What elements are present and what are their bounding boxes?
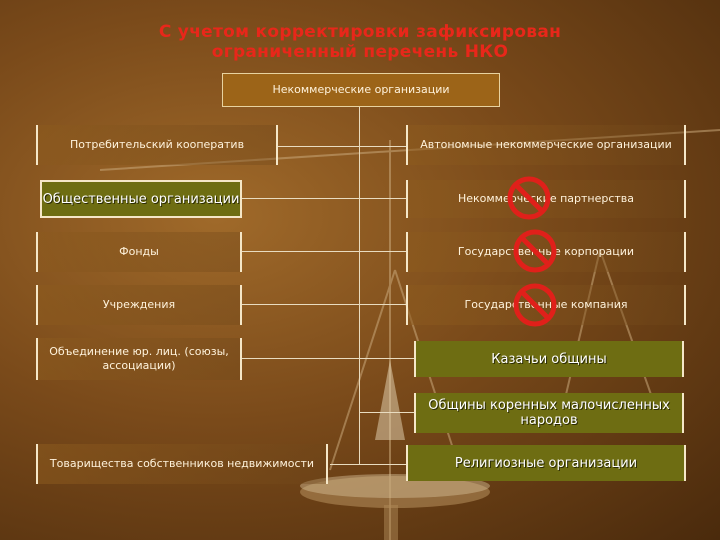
- right-box-religious: Религиозные организации: [406, 445, 686, 481]
- left-box-hoa: Товарищества собственников недвижимости: [36, 444, 328, 484]
- connector-left-1: [276, 146, 360, 147]
- connector-right-4: [360, 304, 406, 305]
- left-box-funds: Фонды: [36, 232, 242, 272]
- connector-right-6: [360, 412, 416, 413]
- right-label-7: Религиозные организации: [454, 455, 638, 471]
- left-label-2: Общественные организации: [42, 191, 240, 207]
- connector-left-4: [242, 304, 360, 305]
- connector-vertical: [359, 107, 360, 465]
- connector-right-3: [360, 251, 406, 252]
- root-box: Некоммерческие организации: [222, 73, 500, 107]
- connector-right-2: [360, 198, 406, 199]
- left-label-1: Потребительский кооператив: [69, 138, 245, 151]
- left-label-6: Товарищества собственников недвижимости: [49, 457, 315, 470]
- left-box-public-orgs: Общественные организации: [40, 180, 242, 218]
- right-label-3: Государственные корпорации: [457, 245, 635, 258]
- left-label-5: Объединение юр. лиц. (союзы, ассоциации): [49, 345, 229, 372]
- right-label-1: Автономные некоммерческие организации: [420, 138, 672, 151]
- no-entry-icon: [507, 176, 551, 220]
- title-line-1: С учетом корректировки зафиксирован: [158, 22, 562, 42]
- connector-right-1: [360, 146, 406, 147]
- left-label-4: Учреждения: [102, 298, 176, 311]
- connector-left-5: [242, 358, 360, 359]
- no-entry-icon: [513, 229, 557, 273]
- right-box-indigenous: Общины коренных малочисленных народов: [414, 393, 684, 433]
- root-label: Некоммерческие организации: [272, 83, 450, 96]
- right-label-4: Государственные компания: [464, 298, 628, 311]
- slide-title: С учетом корректировки зафиксирован огра…: [0, 22, 720, 62]
- connector-left-3: [242, 251, 360, 252]
- connector-right-7: [360, 464, 408, 465]
- title-line-2: ограниченный перечень НКО: [211, 42, 509, 62]
- left-box-unions: Объединение юр. лиц. (союзы, ассоциации): [36, 338, 242, 380]
- right-label-5: Казачьи общины: [491, 351, 607, 367]
- right-box-cossack: Казачьи общины: [414, 341, 684, 377]
- right-box-autonomous: Автономные некоммерческие организации: [406, 125, 686, 165]
- left-box-institutions: Учреждения: [36, 285, 242, 325]
- no-entry-icon: [513, 283, 557, 327]
- right-label-6: Общины коренных малочисленных народов: [428, 398, 670, 428]
- left-label-3: Фонды: [119, 245, 159, 258]
- left-box-consumer-coop: Потребительский кооператив: [36, 125, 278, 165]
- connector-left-2: [242, 198, 360, 199]
- connector-right-5: [360, 358, 416, 359]
- connector-left-7: [330, 464, 360, 465]
